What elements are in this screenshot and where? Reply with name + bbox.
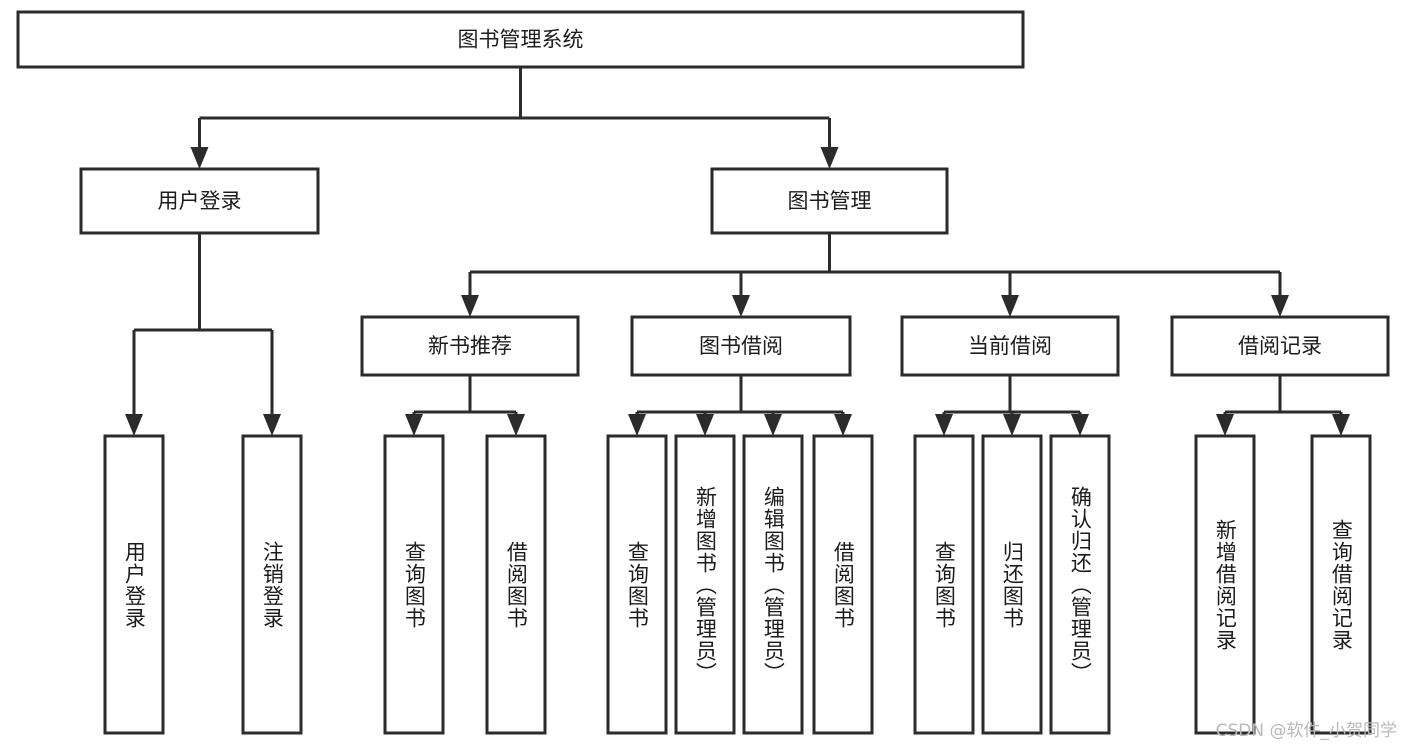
- node-leaf-box-11[interactable]: [1194, 434, 1256, 735]
- node-leaf-box-5[interactable]: [674, 434, 736, 735]
- arrow-head-icon-level3-1: [732, 295, 750, 317]
- node-level3-box-0[interactable]: [360, 315, 580, 377]
- node-leaf-box-7[interactable]: [812, 434, 874, 735]
- node-leaf-box-10[interactable]: [1049, 434, 1111, 735]
- node-leaf-box-9[interactable]: [981, 434, 1043, 735]
- arrow-head-icon-leaf-12: [1332, 414, 1350, 436]
- node-level3-label-2: 当前借阅: [968, 334, 1052, 358]
- node-leaf-box-6[interactable]: [742, 434, 804, 735]
- arrow-head-icon-leaf-3: [507, 414, 525, 436]
- node-leaf-box-4[interactable]: [606, 434, 668, 735]
- node-leaf-box-0[interactable]: [103, 434, 165, 735]
- arrow-head-icon-leaf-2: [405, 414, 423, 436]
- node-root-label: 图书管理系统: [458, 28, 584, 52]
- node-level3-label-1: 图书借阅: [699, 334, 783, 358]
- arrow-head-icon-level3-2: [1001, 295, 1019, 317]
- arrow-head-icon-leaf-0: [125, 414, 143, 436]
- node-level3-box-3[interactable]: [1170, 315, 1390, 377]
- arrow-head-icon-leaf-6: [764, 414, 782, 436]
- node-leaf-box-1[interactable]: [241, 434, 303, 735]
- node-leaf-box-12[interactable]: [1310, 434, 1372, 735]
- arrow-head-icon-leaf-11: [1216, 414, 1234, 436]
- arrow-head-icon-leaf-9: [1003, 414, 1021, 436]
- arrow-head-icon-leaf-7: [834, 414, 852, 436]
- arrow-head-icon-level2-0: [190, 147, 209, 169]
- arrow-head-icon-leaf-8: [935, 414, 953, 436]
- arrow-head-icon-level2-1: [820, 147, 839, 169]
- box-layer: [16, 10, 1390, 735]
- arrow-head-icon-leaf-5: [696, 414, 714, 436]
- arrow-head-icon-level3-0: [461, 295, 479, 317]
- node-leaf-box-3[interactable]: [485, 434, 547, 735]
- arrow-head-icon-level3-3: [1271, 295, 1289, 317]
- node-level2-label-1: 图书管理: [788, 189, 872, 213]
- arrow-head-icon-leaf-10: [1071, 414, 1089, 436]
- node-level3-label-3: 借阅记录: [1238, 334, 1322, 358]
- node-level2-box-1[interactable]: [710, 167, 949, 235]
- node-root-box[interactable]: [16, 10, 1025, 69]
- node-level2-label-0: 用户登录: [158, 189, 242, 213]
- watermark-text: CSDN @软件_小贺同学: [1215, 721, 1397, 741]
- node-level2-box-0[interactable]: [79, 167, 320, 235]
- node-level3-box-2[interactable]: [900, 315, 1120, 377]
- node-level3-label-0: 新书推荐: [428, 334, 512, 358]
- node-leaf-box-8[interactable]: [913, 434, 975, 735]
- node-level3-box-1[interactable]: [630, 315, 852, 377]
- connector-layer: [125, 67, 1350, 436]
- arrow-head-icon-leaf-1: [263, 414, 281, 436]
- node-leaf-box-2[interactable]: [383, 434, 445, 735]
- arrow-head-icon-leaf-4: [628, 414, 646, 436]
